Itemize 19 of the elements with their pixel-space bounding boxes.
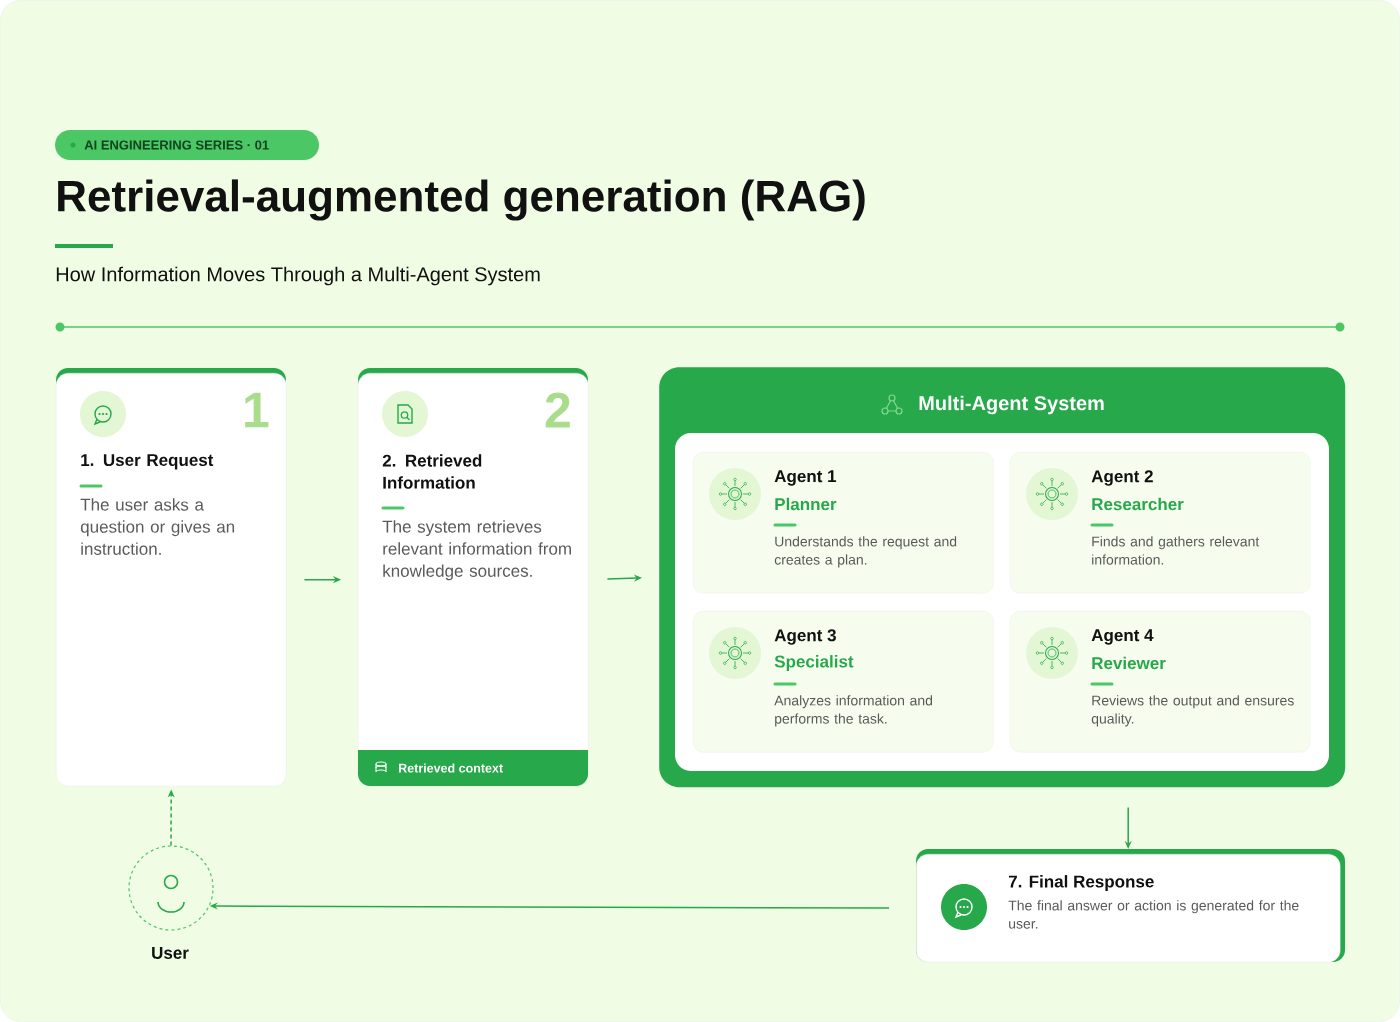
agent-description: Analyzes information and performs the task. bbox=[774, 695, 933, 727]
agent-role: Planner bbox=[775, 497, 837, 511]
card-title: 7. Final Response bbox=[1008, 875, 1154, 891]
agent-description: Reviews the output and ensures quality. bbox=[1091, 695, 1294, 727]
agent-description: Understands the request and creates a plan. bbox=[774, 536, 957, 568]
agent-name: Agent 2 bbox=[1091, 470, 1153, 486]
title: Retrieval-augmented generation (RAG) bbox=[58, 179, 865, 221]
panel-title: Multi-Agent System bbox=[919, 395, 1104, 415]
series-badge: AI ENGINEERING SERIES · 01 bbox=[55, 130, 319, 160]
subtitle: How Information Moves Through a Multi-Agent System bbox=[56, 266, 540, 286]
agent-role: Reviewer bbox=[1092, 656, 1166, 670]
agent-role: Specialist bbox=[774, 655, 854, 671]
agent-role: Researcher bbox=[1092, 497, 1184, 511]
card-description: The final answer or action is generated for the user. bbox=[1008, 900, 1299, 929]
agent-description: Finds and gathers relevant information. bbox=[1092, 536, 1260, 565]
user-label: User bbox=[152, 947, 189, 959]
agent-name: Agent 1 bbox=[774, 470, 837, 486]
agent-name: Agent 3 bbox=[774, 629, 836, 645]
agent-name: Agent 4 bbox=[1091, 629, 1154, 645]
